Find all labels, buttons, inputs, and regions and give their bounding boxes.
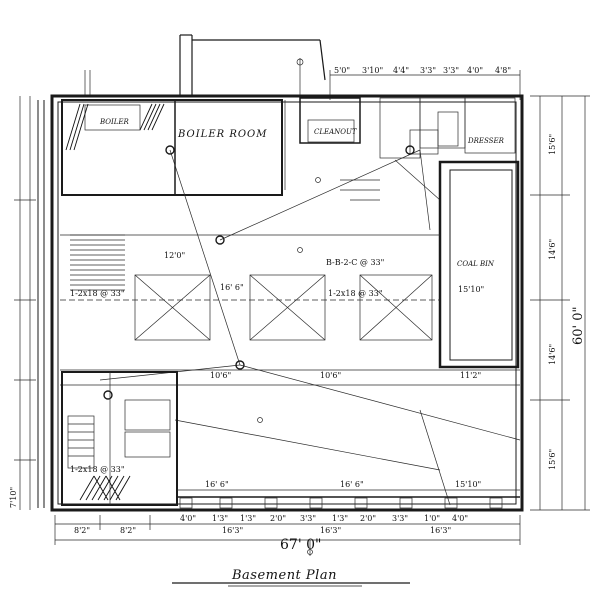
right-dim-3: 14'6" — [548, 344, 557, 365]
beam-note-3: 1-2x18 @ 33" — [70, 289, 125, 298]
beam-note-2: 1-2x18 @ 33" — [328, 289, 383, 298]
beam-note-4: 1-2x18 @ 33" — [70, 465, 125, 474]
beam-note-1: B-B-2-C @ 33" — [326, 258, 384, 267]
bottom-row-dim-9: 1'0" — [424, 514, 440, 523]
bottom-axis-mark — [307, 549, 313, 555]
overall-width-dim: 67' 0" — [280, 537, 321, 553]
footing-1 — [134, 274, 211, 341]
rear-areaway — [84, 34, 326, 96]
bottom-left-2-dim: 8'2" — [120, 526, 136, 535]
drawing-title: Basement Plan — [231, 568, 337, 583]
bottom-row-dim-6: 1'3" — [332, 514, 348, 523]
boiler-hatch — [65, 103, 165, 151]
dresser-label: DRESSER — [467, 137, 505, 145]
top-dim-3: 4'4" — [393, 66, 409, 75]
boiler-room-walls — [61, 99, 283, 196]
cleanout-label: CLEANOUT — [314, 128, 358, 136]
left-dimension-lines — [14, 96, 36, 510]
top-axis-mark — [296, 58, 304, 66]
bay-small-3-dim: 11'2" — [460, 371, 481, 380]
bay-top-dim: 12'0" — [164, 251, 185, 260]
bottom-left-1-dim: 8'2" — [74, 526, 90, 535]
top-dim-5: 3'3" — [443, 66, 459, 75]
run-lines — [99, 149, 521, 506]
top-dim-1: 5'0" — [334, 66, 350, 75]
right-dim-1: 15'6" — [548, 134, 557, 155]
outer-walls — [37, 94, 524, 512]
right-dim-2: 14'6" — [548, 239, 557, 260]
fixture-marks — [103, 145, 415, 423]
coal-bin-label: COAL BIN — [457, 260, 495, 268]
bay-mid-dim: 16' 6" — [220, 283, 244, 292]
boiler-label: BOILER — [99, 118, 130, 126]
bottom-row-dim-5: 3'3" — [300, 514, 316, 523]
bay-3-dim: 15'10" — [455, 480, 481, 489]
coal-bin — [438, 160, 520, 369]
boiler-room-label: BOILER ROOM — [177, 129, 268, 140]
right-dimension-lines — [530, 95, 590, 511]
bottom-row-dim-7: 2'0" — [360, 514, 376, 523]
left-stairs — [70, 234, 125, 291]
bay-1-dim: 16' 6" — [205, 480, 229, 489]
bottom-row-dim-8: 3'3" — [392, 514, 408, 523]
bottom-row-dim-1: 4'0" — [180, 514, 196, 523]
footing-2 — [249, 274, 326, 341]
lower-dimension-line — [54, 515, 521, 545]
overall-depth-dim: 60' 0" — [571, 307, 586, 346]
bottom-row-dim-3: 1'3" — [240, 514, 256, 523]
top-dim-6: 4'0" — [467, 66, 483, 75]
lower-left-hatch — [79, 475, 131, 501]
bottom-row-dim-2: 1'3" — [212, 514, 228, 523]
bay-small-1-dim: 10'6" — [210, 371, 231, 380]
top-stair — [284, 97, 361, 190]
left-bottom-dim: 7'10" — [9, 487, 18, 508]
bottom-mid-1-dim: 16'3" — [222, 526, 243, 535]
upper-right-rooms — [340, 97, 516, 201]
top-dim-4: 3'3" — [420, 66, 436, 75]
front-pier-row — [177, 489, 520, 509]
footing-3 — [359, 274, 433, 341]
bottom-row-dim-4: 2'0" — [270, 514, 286, 523]
top-dim-7: 4'8" — [495, 66, 511, 75]
bottom-dimension-string: 4'0" 1'3" 1'3" 2'0" 3'3" 1'3" 2'0" 3'3" … — [180, 514, 468, 523]
lower-left-room — [61, 371, 178, 506]
bottom-mid-2-dim: 16'3" — [320, 526, 341, 535]
bottom-row-dim-10: 4'0" — [452, 514, 468, 523]
right-dim-4: 15'6" — [548, 449, 557, 470]
top-dim-2: 3'10" — [362, 66, 383, 75]
bay-right-dim: 15'10" — [458, 285, 484, 294]
bay-2-dim: 16' 6" — [340, 480, 364, 489]
bottom-right-dim: 16'3" — [430, 526, 451, 535]
bay-small-2-dim: 10'6" — [320, 371, 341, 380]
